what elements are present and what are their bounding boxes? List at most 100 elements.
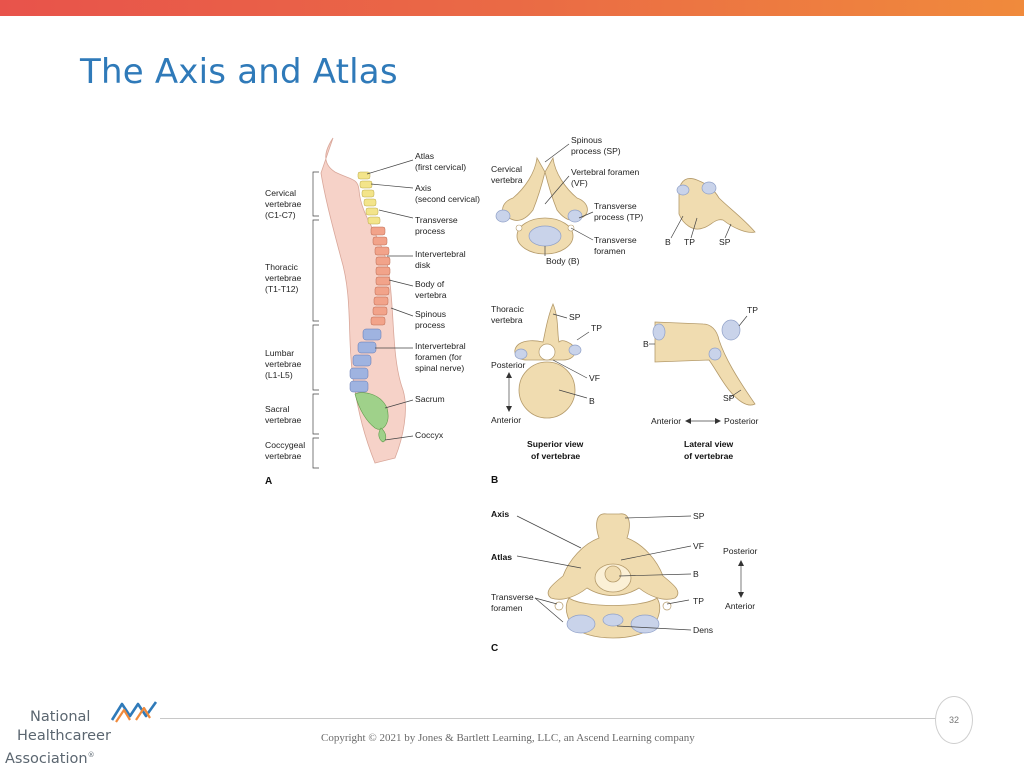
label-b-lat-sp: SP	[719, 237, 731, 247]
label-c-dens: Dens	[693, 625, 713, 635]
thoracic-vertebra-drawing	[514, 302, 582, 419]
label-cervical-3: (C1-C7)	[265, 210, 296, 220]
cervical-spine	[357, 171, 381, 225]
label-cervical-2: vertebrae	[265, 199, 302, 209]
label-body-2: vertebra	[415, 290, 447, 300]
panel-c-letter: C	[491, 643, 498, 654]
label-b-lat2-sp: SP	[723, 393, 735, 403]
label-c-b: B	[693, 569, 699, 579]
label-b-spinous: Spinous	[571, 135, 602, 145]
nha-logo: National Healthcareer Association®	[0, 700, 170, 768]
top-accent-bar	[0, 0, 1024, 16]
page-number: 32	[948, 715, 959, 725]
label-sacral: Sacral	[265, 404, 289, 414]
logo-line-1: National	[30, 709, 91, 725]
label-b-lat2-anterior: Anterior	[651, 416, 681, 426]
label-lumbar: Lumbar	[265, 348, 294, 358]
label-c-axis: Axis	[491, 509, 509, 519]
label-b-lat-tp: TP	[684, 237, 695, 247]
label-intervertebral-2: disk	[415, 260, 431, 270]
label-intervertebral: Intervertebral	[415, 249, 466, 259]
trademark-symbol: ®	[87, 751, 95, 759]
label-lumbar-2: vertebrae	[265, 359, 302, 369]
label-b-lat-b: B	[665, 237, 671, 247]
label-transverse: Transverse	[415, 215, 458, 225]
axis-atlas-drawing	[547, 513, 679, 639]
label-cervical: Cervical	[265, 188, 296, 198]
panel-b-letter: B	[491, 475, 498, 486]
label-superior-view: Superior view	[527, 439, 584, 449]
label-b-vf-2: (VF)	[571, 178, 588, 188]
label-atlas-sub: (first cervical)	[415, 162, 466, 172]
label-b-th-sp: SP	[569, 312, 581, 322]
label-b-th-posterior: Posterior	[491, 360, 526, 370]
coccyx-shape	[378, 427, 387, 443]
lumbar-spine	[349, 328, 382, 393]
label-thoracic-3: (T1-T12)	[265, 284, 299, 294]
label-thoracic-2: vertebrae	[265, 273, 302, 283]
label-foramen: Intervertebral	[415, 341, 466, 351]
label-b-cervical: Cervical	[491, 164, 522, 174]
spine-anatomy-figure: Cervical vertebrae (C1-C7) Thoracic vert…	[263, 128, 763, 660]
logo-line-3-text: Association	[5, 750, 88, 767]
label-coccygeal: Coccygeal	[265, 440, 305, 450]
label-c-anterior: Anterior	[725, 601, 755, 611]
label-b-th-anterior: Anterior	[491, 415, 521, 425]
label-lateral-view-2: of vertebrae	[684, 451, 733, 461]
label-c-atlas: Atlas	[491, 552, 512, 562]
label-b-body: Body (B)	[546, 256, 580, 266]
label-b-tf: Transverse	[594, 235, 637, 245]
footer-divider	[160, 718, 940, 719]
thoracic-spine	[370, 226, 391, 326]
label-b-th-vf: VF	[589, 373, 600, 383]
label-sacrum: Sacrum	[415, 394, 445, 404]
copyright-text: Copyright © 2021 by Jones & Bartlett Lea…	[321, 732, 695, 744]
label-c-foramen: foramen	[491, 603, 523, 613]
label-body: Body of	[415, 279, 445, 289]
label-coccyx: Coccyx	[415, 430, 444, 440]
label-b-tp: Transverse	[594, 201, 637, 211]
label-coccygeal-2: vertebrae	[265, 451, 302, 461]
label-c-transverse: Transverse	[491, 592, 534, 602]
label-b-lat2-tp: TP	[747, 305, 758, 315]
label-foramen-2: foramen (for	[415, 352, 462, 362]
cervical-lateral-drawing	[676, 178, 756, 233]
label-b-lat2-posterior: Posterior	[724, 416, 759, 426]
label-c-vf: VF	[693, 541, 704, 551]
label-b-vf: Vertebral foramen	[571, 167, 640, 177]
label-c-sp: SP	[693, 511, 705, 521]
logo-mark-icon	[110, 701, 158, 723]
panel-a-letter: A	[265, 476, 272, 487]
label-b-lat2-b: B	[643, 339, 649, 349]
slide-title: The Axis and Atlas	[80, 52, 398, 92]
cervical-vertebra-drawing	[495, 156, 588, 255]
label-b-thoracic: Thoracic	[491, 304, 525, 314]
label-transverse-2: process	[415, 226, 445, 236]
label-superior-view-2: of vertebrae	[531, 451, 580, 461]
thoracic-lateral-drawing	[652, 319, 756, 406]
label-b-th-tp: TP	[591, 323, 602, 333]
label-sacral-2: vertebrae	[265, 415, 302, 425]
label-axis-sub: (second cervical)	[415, 194, 480, 204]
label-b-th-b: B	[589, 396, 595, 406]
label-c-tp: TP	[693, 596, 704, 606]
panel-c: Axis Atlas Transverse foramen SP VF B TP…	[491, 509, 758, 654]
label-c-posterior: Posterior	[723, 546, 758, 556]
label-spinous-2: process	[415, 320, 445, 330]
label-b-cervical-2: vertebra	[491, 175, 523, 185]
label-lateral-view: Lateral view	[684, 439, 734, 449]
page-number-badge: 32	[935, 696, 973, 744]
label-atlas: Atlas	[415, 151, 434, 161]
label-foramen-3: spinal nerve)	[415, 363, 464, 373]
label-lumbar-3: (L1-L5)	[265, 370, 293, 380]
panel-a: Cervical vertebrae (C1-C7) Thoracic vert…	[265, 137, 480, 487]
label-axis: Axis	[415, 183, 431, 193]
sacrum-shape	[354, 392, 389, 430]
logo-line-2: Healthcareer	[17, 728, 111, 744]
label-thoracic: Thoracic	[265, 262, 299, 272]
panel-b: Spinous process (SP) Cervical vertebra V…	[491, 135, 759, 486]
anatomy-illustration: Cervical vertebrae (C1-C7) Thoracic vert…	[265, 135, 759, 654]
logo-line-3: Association®	[5, 746, 95, 769]
label-b-tp-2: process (TP)	[594, 212, 643, 222]
label-b-thoracic-2: vertebra	[491, 315, 523, 325]
